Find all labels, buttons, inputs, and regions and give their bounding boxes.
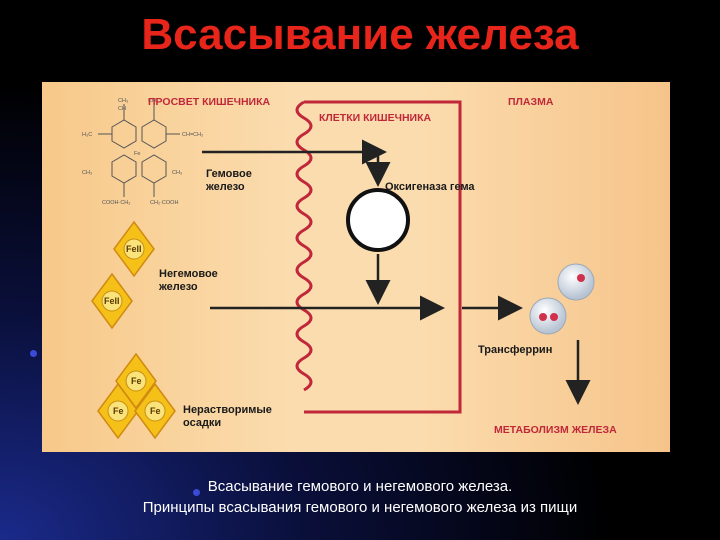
nonheme-iron-label-line2: железо: [159, 281, 198, 293]
heme-iron-label-line1: Гемовое: [206, 168, 252, 180]
fe-diamond-right: [134, 382, 176, 440]
nonheme-iron-label: Негемовое железо: [159, 268, 218, 294]
heme-iron-label-line2: железо: [206, 181, 245, 193]
slide-title: Всасывание железа: [141, 10, 579, 59]
transferrin-label: Трансферрин: [478, 344, 553, 356]
lumen-label: ПРОСВЕТ КИШЕЧНИКА: [148, 96, 271, 108]
insoluble-label: Нерастворимые осадки: [183, 404, 272, 430]
oxygenase-enzyme-circle: [346, 188, 410, 252]
svg-text:CH₃: CH₃: [118, 98, 128, 104]
heme-molecule-icon: [98, 104, 180, 197]
insoluble-label-line2: осадки: [183, 417, 222, 429]
heme-iron-label: Гемовое железо: [206, 168, 252, 194]
transferrin-sphere-1: [557, 263, 595, 301]
insoluble-label-line1: Нерастворимые: [183, 404, 272, 416]
fe-label-top: Fe: [131, 376, 142, 386]
diagram-canvas: CH₃ CH CH CH=CH₂ H₃C Fe CH₃ CH₃ COOH·CH₂ CH₂·…: [82, 98, 595, 440]
svg-text:COOH·CH₂: COOH·CH₂: [102, 200, 130, 206]
svg-text:CH₂·COOH: CH₂·COOH: [150, 200, 178, 206]
svg-text:H₃C: H₃C: [82, 132, 92, 138]
svg-text:CH: CH: [148, 98, 156, 104]
feii-diamond-1: [113, 220, 155, 278]
caption-line1: Всасывание гемового и негемового железа.: [207, 478, 513, 495]
cells-label: КЛЕТКИ КИШЕЧНИКА: [319, 112, 432, 124]
intestinal-membrane-wavy: [295, 100, 313, 392]
heme-molecule-labels: CH₃ CH CH CH=CH₂ H₃C Fe CH₃ CH₃ COOH·CH₂ CH₂·…: [82, 98, 203, 206]
svg-text:CH: CH: [118, 106, 126, 112]
side-bullet: [30, 350, 37, 357]
oxygenase-label: Оксигеназа гема: [385, 181, 475, 193]
nonheme-iron-label-line1: Негемовое: [159, 268, 218, 280]
feii-diamond-2: [91, 272, 133, 330]
plasma-label: ПЛАЗМА: [508, 96, 554, 108]
feii-label-1: FeII: [126, 244, 142, 254]
svg-text:Fe: Fe: [134, 151, 140, 157]
svg-text:CH=CH₂: CH=CH₂: [182, 132, 203, 138]
svg-text:CH₃: CH₃: [172, 170, 182, 176]
feii-label-2: FeII: [104, 296, 120, 306]
transferrin-sphere-2: [529, 297, 567, 335]
svg-text:CH₃: CH₃: [82, 170, 92, 176]
fe-diamond-left: [97, 382, 139, 440]
diagram-panel: CH₃ CH CH CH=CH₂ H₃C Fe CH₃ CH₃ COOH·CH₂ CH₂·…: [42, 82, 670, 452]
fe-label-left: Fe: [113, 406, 124, 416]
caption-bullet: [193, 489, 200, 496]
caption-line2: Принципы всасывания гемового и негемовог…: [142, 499, 578, 516]
cell-boundary: [304, 100, 462, 414]
metabolism-label: МЕТАБОЛИЗМ ЖЕЛЕЗА: [494, 424, 617, 436]
fe-label-right: Fe: [150, 406, 161, 416]
